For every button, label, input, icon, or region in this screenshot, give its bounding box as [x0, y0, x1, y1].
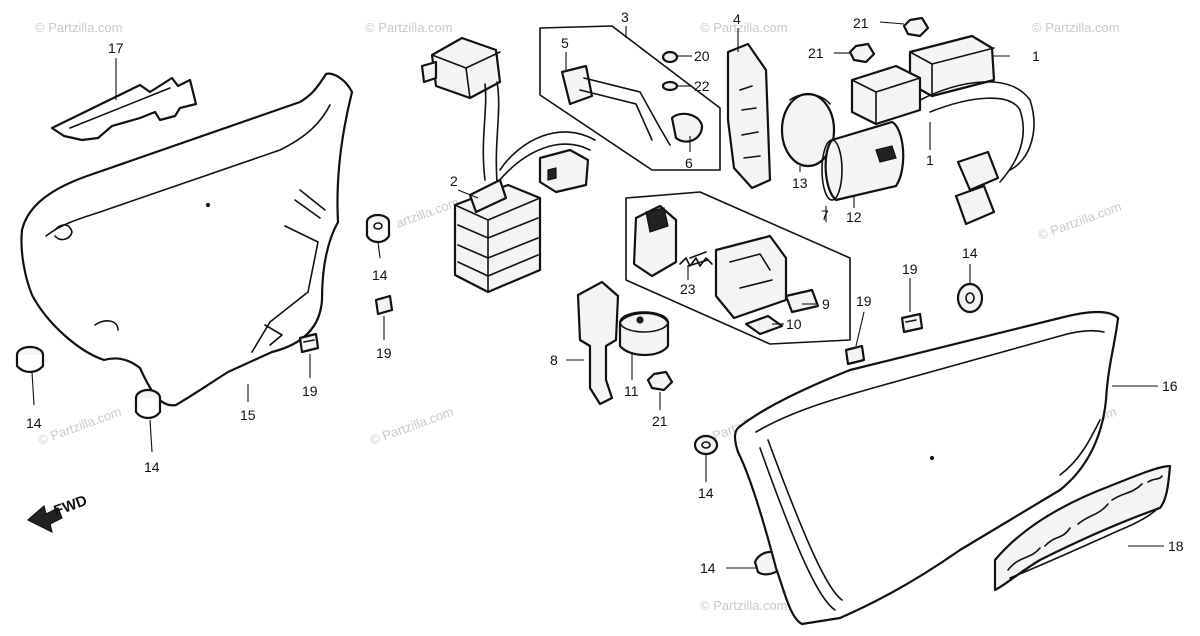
- part-12-condenser[interactable]: [821, 120, 905, 202]
- watermark: © Partzilla.com: [700, 598, 788, 613]
- callout-18[interactable]: 18: [1168, 538, 1184, 554]
- part-5-fuse-holder[interactable]: [560, 64, 671, 146]
- callouts: 17 2 3 4 5 6 7 9 10 23 8 11 21 12 13 1 1…: [26, 9, 1184, 576]
- part-23-spring[interactable]: [679, 257, 713, 267]
- fwd-arrow-icon: [26, 504, 63, 534]
- callout-12[interactable]: 12: [846, 209, 862, 225]
- part-14-grommet[interactable]: [956, 282, 984, 314]
- callout-8[interactable]: 8: [550, 352, 558, 368]
- callout-19[interactable]: 19: [856, 293, 872, 309]
- watermark: © Partzilla.com: [1032, 20, 1120, 35]
- leader-lines: [31, 21, 1164, 569]
- callout-2[interactable]: 2: [450, 173, 458, 189]
- part-8-bracket[interactable]: [576, 280, 620, 406]
- callout-10[interactable]: 10: [786, 316, 802, 332]
- watermark-partial: artzilla.com: [394, 194, 461, 231]
- callout-9[interactable]: 9: [822, 296, 830, 312]
- callout-4[interactable]: 4: [733, 11, 741, 27]
- part-15-left-side-cover[interactable]: [20, 72, 354, 407]
- callout-21[interactable]: 21: [808, 45, 824, 61]
- callout-15[interactable]: 15: [240, 407, 256, 423]
- part-1-ignition-unit[interactable]: [850, 34, 1035, 226]
- watermark: © Partzilla.com: [368, 404, 455, 448]
- callout-11[interactable]: 11: [624, 383, 639, 399]
- callout-1[interactable]: 1: [1032, 48, 1040, 64]
- callout-7[interactable]: 7: [821, 207, 829, 223]
- callout-14[interactable]: 14: [26, 415, 42, 431]
- part-17-bracket[interactable]: [50, 76, 198, 142]
- callout-23[interactable]: 23: [680, 281, 696, 297]
- callout-14[interactable]: 14: [962, 245, 978, 261]
- watermark: © Partzilla.com: [1036, 199, 1123, 243]
- callout-17[interactable]: 17: [108, 40, 124, 56]
- callout-22[interactable]: 22: [694, 78, 710, 94]
- part-3-bracket-assembly[interactable]: [539, 25, 721, 171]
- callout-14[interactable]: 14: [698, 485, 714, 501]
- callout-6[interactable]: 6: [685, 155, 693, 171]
- part-14-grommet[interactable]: [365, 213, 391, 244]
- part-7-relay-assembly[interactable]: [625, 191, 851, 345]
- part-22-washer[interactable]: [661, 80, 679, 92]
- callout-21[interactable]: 21: [853, 15, 869, 31]
- part-14-grommet[interactable]: [15, 345, 45, 374]
- part-11-starter-relay[interactable]: [618, 311, 670, 357]
- callout-16[interactable]: 16: [1162, 378, 1178, 394]
- watermark: © Partzilla.com: [35, 20, 123, 35]
- part-14-grommet[interactable]: [693, 434, 719, 456]
- callout-21[interactable]: 21: [652, 413, 668, 429]
- callout-19[interactable]: 19: [376, 345, 392, 361]
- callout-14[interactable]: 14: [372, 267, 388, 283]
- part-16-right-side-cover[interactable]: [733, 310, 1120, 626]
- callout-1[interactable]: 1: [926, 152, 934, 168]
- part-18-emblem[interactable]: [993, 464, 1172, 592]
- part-2-regulator-rectifier[interactable]: [420, 36, 596, 294]
- part-21-nut[interactable]: [646, 370, 674, 392]
- part-6-cap[interactable]: [670, 112, 704, 143]
- callout-19[interactable]: 19: [302, 383, 318, 399]
- part-10-clip[interactable]: [744, 314, 784, 336]
- part-21-nut[interactable]: [902, 16, 930, 38]
- callout-20[interactable]: 20: [694, 48, 710, 64]
- part-13-cap[interactable]: [780, 92, 836, 168]
- callout-5[interactable]: 5: [561, 35, 569, 51]
- callout-14[interactable]: 14: [700, 560, 716, 576]
- part-21-nut[interactable]: [848, 42, 876, 64]
- watermark: © Partzilla.com: [365, 20, 453, 35]
- part-19-clip[interactable]: [298, 332, 320, 354]
- part-4-plate[interactable]: [726, 42, 772, 190]
- watermark: © Partzilla.com: [700, 20, 788, 35]
- callout-14[interactable]: 14: [144, 459, 160, 475]
- fwd-label: FWD: [52, 492, 90, 520]
- part-19-clip[interactable]: [374, 294, 394, 316]
- part-19-clip[interactable]: [844, 344, 866, 366]
- part-14-grommet[interactable]: [134, 388, 162, 420]
- part-9-rubber-mount[interactable]: [784, 288, 820, 314]
- part-19-clip[interactable]: [900, 312, 924, 334]
- callout-3[interactable]: 3: [621, 9, 629, 25]
- callout-19[interactable]: 19: [902, 261, 918, 277]
- part-20-nut[interactable]: [661, 50, 679, 64]
- watermark: © Partzilla.com: [36, 404, 123, 448]
- callout-13[interactable]: 13: [792, 175, 808, 191]
